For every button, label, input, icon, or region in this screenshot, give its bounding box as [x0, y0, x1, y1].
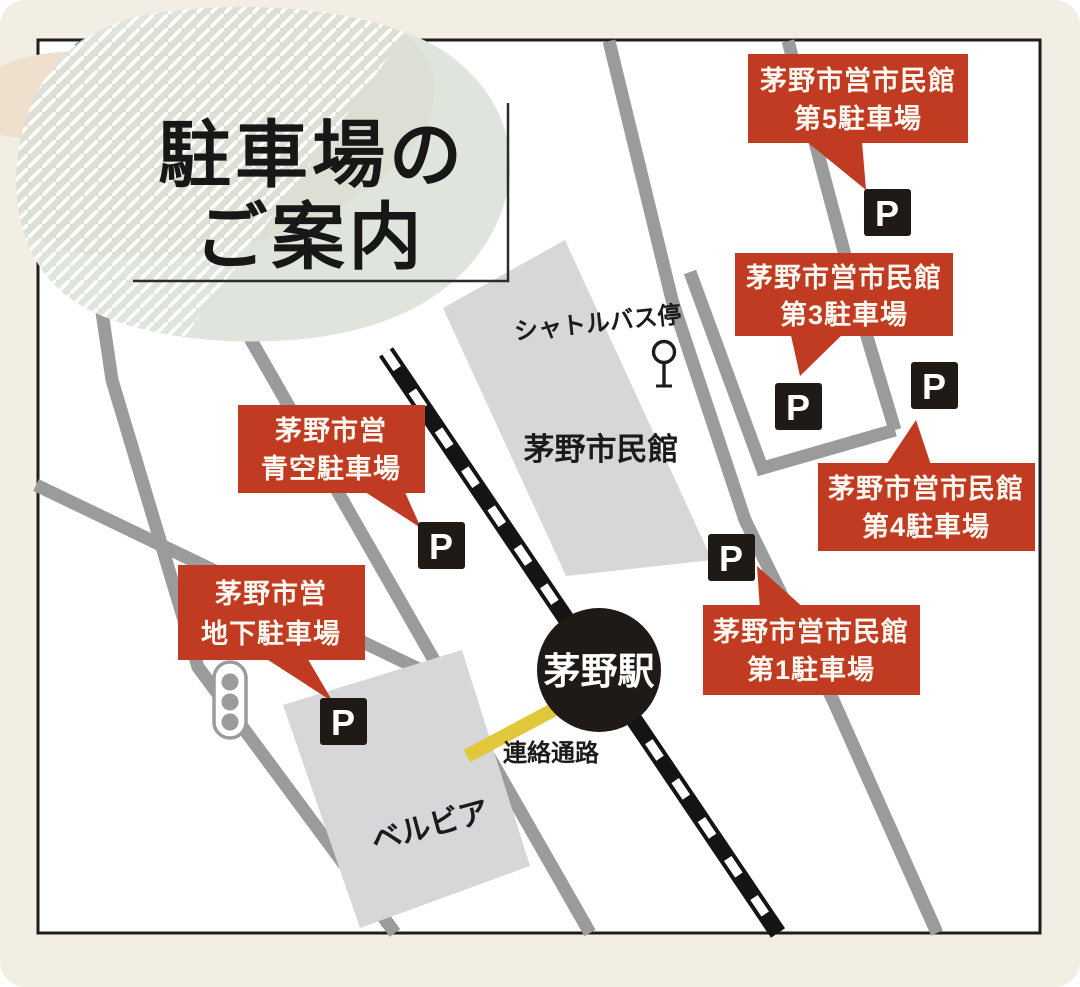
parking-icon-p3: P [775, 383, 822, 430]
svg-text:P: P [331, 702, 355, 743]
callout-chika: 茅野市営 地下駐車場 [178, 565, 365, 702]
callout-p5-line1: 茅野市営市民館 [760, 65, 956, 96]
callout-p3: 茅野市営市民館 第3駐車場 [735, 253, 953, 376]
bus-stop-icon [651, 339, 677, 388]
station-marker: 茅野駅 [537, 608, 661, 732]
parking-icon-aozora: P [418, 522, 465, 569]
callout-aozora: 茅野市営 青空駐車場 [238, 405, 425, 528]
svg-text:P: P [875, 193, 899, 234]
callout-p5-line2: 第5駐車場 [794, 103, 922, 134]
parking-callouts: 茅野市営市民館 第5駐車場 茅野市営市民館 第3駐車場 茅野市営市民館 第4駐車… [178, 54, 1035, 702]
callout-p3-line1: 茅野市営市民館 [746, 262, 942, 293]
station-name: 茅野駅 [544, 651, 655, 692]
title-blob-detail [16, 6, 436, 342]
road-block-bottom [754, 423, 897, 477]
callout-p1-line1: 茅野市営市民館 [713, 616, 909, 647]
parking-markers: P P P P P P [320, 189, 958, 745]
callout-p4-line1: 茅野市営市民館 [828, 473, 1024, 504]
callout-aozora-line2: 青空駐車場 [261, 453, 401, 484]
callout-aozora-line1: 茅野市営 [275, 415, 387, 446]
callout-p5: 茅野市営市民館 第5駐車場 [748, 54, 968, 190]
page-title-line1: 駐車場の [158, 115, 466, 196]
road-block-left [683, 269, 769, 471]
callout-chika-line1: 茅野市営 [215, 578, 327, 609]
civic-hall-building [443, 240, 712, 576]
parking-icon-p4: P [911, 362, 958, 409]
title-block: 駐車場の ご案内 [0, 6, 510, 342]
svg-text:P: P [429, 526, 453, 567]
traffic-light-icon [212, 660, 248, 740]
title-offset-frame [133, 103, 510, 283]
parking-icon-p5: P [864, 189, 911, 236]
road-center-east [602, 39, 943, 936]
svg-text:P: P [922, 366, 946, 407]
page-title-line2: ご案内 [195, 197, 426, 278]
svg-text:P: P [786, 387, 810, 428]
callout-p1: 茅野市営市民館 第1駐車場 [703, 566, 920, 695]
station-circle [537, 608, 661, 732]
parking-icon-p1: P [708, 534, 755, 581]
callout-chika-line2: 地下駐車場 [201, 619, 341, 649]
callout-p4: 茅野市営市民館 第4駐車場 [818, 420, 1035, 551]
civic-hall-label: 茅野市民館 [524, 432, 679, 467]
parking-icon-chika: P [320, 698, 367, 745]
svg-text:P: P [719, 538, 743, 579]
callout-p3-line2: 第3駐車場 [780, 299, 908, 330]
callout-p1-line2: 第1駐車場 [747, 654, 875, 685]
callout-p4-line2: 第4駐車場 [862, 511, 990, 542]
hatch-lines [16, 6, 430, 342]
passage-label: 連絡通路 [503, 739, 600, 767]
